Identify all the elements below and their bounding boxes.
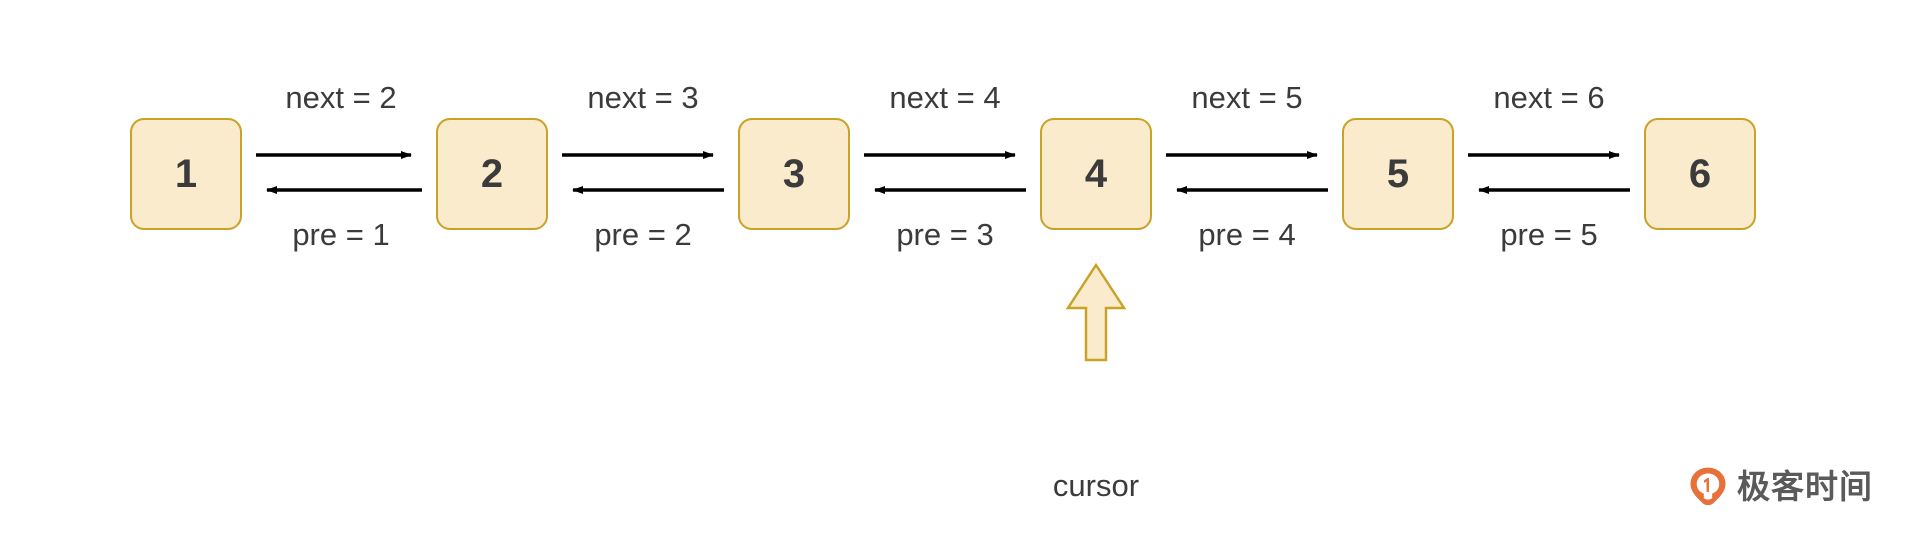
watermark-logo: 极客时间	[1688, 466, 1873, 506]
pre-pointer-label: pre = 2	[594, 217, 692, 252]
cursor-label: cursor	[1052, 468, 1140, 503]
next-pointer-label: next = 3	[587, 80, 699, 115]
node-value: 6	[1688, 152, 1712, 196]
pre-pointer-label: pre = 4	[1198, 217, 1296, 252]
node-value: 3	[782, 152, 806, 196]
list-node: 5	[1342, 118, 1454, 230]
next-pointer-label: next = 6	[1493, 80, 1605, 115]
node-value: 5	[1386, 152, 1410, 196]
watermark-text: 极客时间	[1737, 466, 1873, 506]
list-node: 4	[1040, 118, 1152, 230]
list-node: 2	[436, 118, 548, 230]
pre-pointer-label: pre = 3	[896, 217, 994, 252]
list-node: 6	[1644, 118, 1756, 230]
next-pointer-label: next = 5	[1191, 80, 1303, 115]
next-pointer-label: next = 4	[889, 80, 1001, 115]
node-value: 2	[480, 152, 504, 196]
geektime-pin-icon	[1690, 467, 1726, 505]
next-pointer-label: next = 2	[285, 80, 397, 115]
pre-pointer-label: pre = 5	[1500, 217, 1598, 252]
node-value: 4	[1084, 152, 1108, 196]
list-node: 3	[738, 118, 850, 230]
list-node: 1	[130, 118, 242, 230]
pre-pointer-label: pre = 1	[292, 217, 390, 252]
node-value: 1	[174, 152, 198, 196]
